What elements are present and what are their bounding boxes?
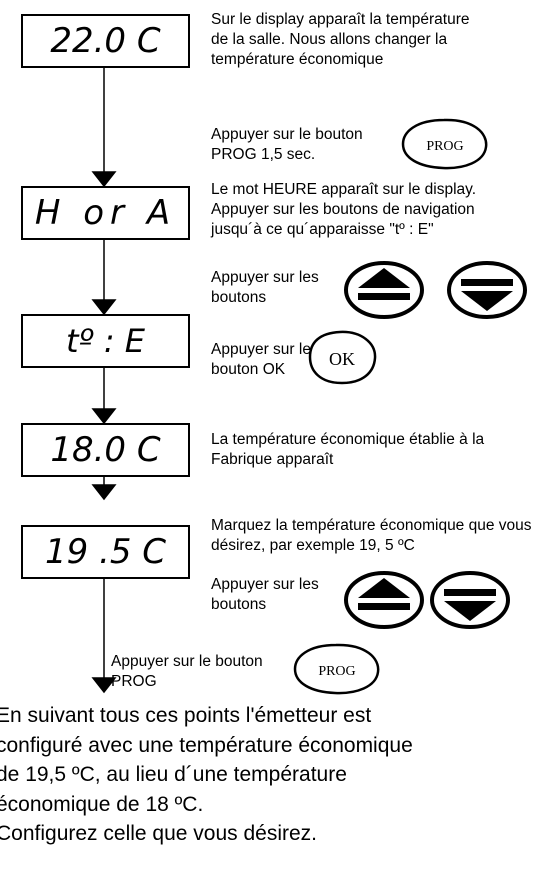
down-triangle-icon <box>444 601 496 621</box>
ok-button[interactable]: OK <box>306 328 380 386</box>
up-arrow-button[interactable] <box>342 260 426 320</box>
footer-note: En suivant tous ces points l'émetteur es… <box>0 701 536 849</box>
prog-button-label: PROG <box>318 664 355 679</box>
down-arrow-button[interactable] <box>445 260 529 320</box>
arrow-down-icon <box>91 484 117 501</box>
arrow-down-icon <box>91 171 117 188</box>
step-5-description: Marquez la température économique que vo… <box>211 517 532 554</box>
display-step-2: H or A <box>21 186 190 240</box>
final-action: Appuyer sur le bouton PROG <box>111 653 263 690</box>
prog-button[interactable]: PROG <box>290 640 384 696</box>
up-triangle-icon <box>358 578 410 598</box>
up-arrow-button[interactable] <box>342 570 426 630</box>
footer-line: de 19,5 ºC, au lieu d´une température <box>0 763 347 786</box>
display-step-4: 18.0 C <box>21 423 190 477</box>
step-1-description: Sur le display apparaît la température d… <box>211 11 470 68</box>
footer-line: En suivant tous ces points l'émetteur es… <box>0 704 372 727</box>
display-step-1: 22.0 C <box>21 14 190 68</box>
arrow-down-icon <box>91 677 117 694</box>
arrow-down-icon <box>91 408 117 425</box>
footer-line: Configurez celle que vous désirez. <box>0 822 318 845</box>
prog-button-label: PROG <box>426 139 463 154</box>
footer-line: configuré avec une température économiqu… <box>0 733 413 757</box>
step-4-description: La température économique établie à la F… <box>211 431 485 468</box>
ok-button-label: OK <box>329 349 355 369</box>
down-triangle-icon <box>461 291 513 311</box>
step-1-action: Appuyer sur le bouton PROG 1,5 sec. <box>211 126 363 163</box>
prog-button[interactable]: PROG <box>398 115 492 171</box>
up-triangle-icon <box>358 268 410 288</box>
step-2-description: Le mot HEURE apparaît sur le display. Ap… <box>211 181 477 238</box>
display-step-5: 19 .5 C <box>21 525 190 579</box>
step-5-action: Appuyer sur les boutons <box>211 576 319 613</box>
arrow-down-icon <box>91 299 117 316</box>
display-step-3: tº : E <box>21 314 190 368</box>
step-2-action: Appuyer sur les boutons <box>211 269 319 306</box>
down-arrow-button[interactable] <box>428 570 512 630</box>
footer-line: économique de 18 ºC. <box>0 792 204 816</box>
step-3-action: Appuyer sur le bouton OK <box>211 341 311 378</box>
